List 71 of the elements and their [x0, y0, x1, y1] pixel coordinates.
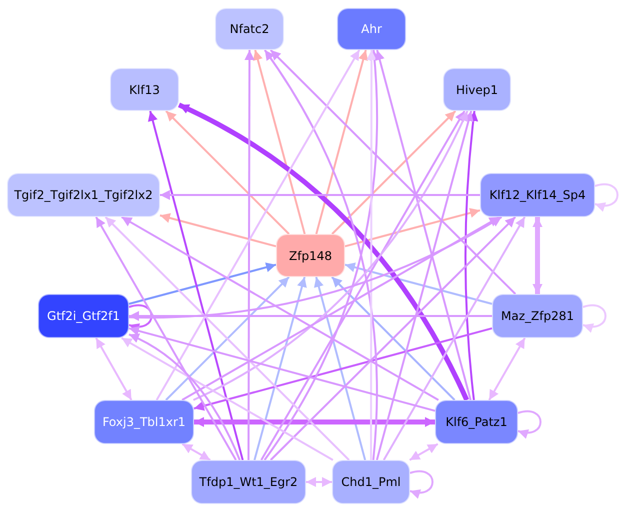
- arrow: [194, 417, 435, 427]
- arrow: [366, 50, 376, 460]
- node-label: Chd1_Pml: [341, 475, 401, 489]
- node-label: Klf12_Klf14_Sp4: [489, 188, 586, 202]
- arrow: [306, 477, 332, 487]
- arrow: [260, 110, 466, 460]
- arrow: [95, 338, 132, 400]
- arrow: [344, 208, 480, 248]
- node-label: Zfp148: [289, 248, 332, 262]
- arrow: [156, 50, 360, 400]
- node-label: Foxj3_Tbl1xr1: [102, 415, 186, 429]
- arrow: [128, 333, 241, 460]
- arrow: [374, 50, 472, 400]
- gene-node: [332, 460, 410, 504]
- arrow: [270, 216, 516, 461]
- arrow: [582, 304, 606, 332]
- arrow: [194, 327, 492, 411]
- gene-node: [337, 8, 406, 50]
- arrow: [95, 216, 237, 460]
- gene-node: [492, 294, 583, 338]
- arrow: [121, 337, 334, 461]
- arrow: [121, 216, 439, 401]
- arrow: [344, 262, 492, 305]
- node-label: Tgif2_Tgif2lx1_Tgif2lx2: [14, 188, 153, 202]
- arrow: [129, 216, 502, 318]
- node-label: Nfatc2: [230, 22, 270, 36]
- node-label: Gtf2i_Gtf2f1: [47, 309, 120, 323]
- gene-node: [94, 400, 194, 444]
- gene-node: [443, 68, 511, 111]
- gene-node: [215, 8, 284, 50]
- arrow: [160, 190, 480, 200]
- arrow: [129, 311, 492, 321]
- gene-node: [110, 68, 179, 111]
- arrow: [165, 110, 290, 235]
- node-label: Klf13: [129, 82, 160, 96]
- gene-node: [480, 173, 595, 217]
- arrow: [128, 262, 276, 305]
- arrow: [518, 410, 542, 438]
- node-label: Tfdp1_Wt1_Egr2: [199, 475, 298, 489]
- arrow: [244, 50, 254, 460]
- arrow: [160, 213, 276, 248]
- arrow: [270, 49, 516, 295]
- node-label: Maz_Zfp281: [501, 309, 574, 323]
- arrow: [331, 110, 456, 235]
- arrow: [464, 110, 478, 400]
- arrow: [488, 338, 526, 400]
- gene-node: [191, 460, 306, 504]
- arrow: [252, 50, 306, 234]
- gene-node: [7, 173, 160, 217]
- arrow: [409, 443, 438, 461]
- node-label: Ahr: [361, 22, 382, 36]
- arrow: [254, 276, 307, 460]
- gene-node: [276, 234, 345, 277]
- arrow: [182, 216, 500, 401]
- arrow: [165, 276, 290, 401]
- arrow: [376, 110, 474, 460]
- arrow: [314, 276, 366, 460]
- node-label: Klf6_Patz1: [446, 415, 508, 429]
- arrow: [182, 443, 211, 461]
- arrow: [594, 183, 618, 212]
- arrow: [410, 470, 434, 498]
- arrow: [104, 216, 350, 461]
- gene-node: [435, 400, 518, 444]
- arrow: [382, 216, 526, 460]
- arrow: [331, 276, 456, 401]
- node-label: Hivep1: [456, 82, 498, 96]
- arrow: [128, 326, 436, 412]
- arrow: [532, 217, 542, 294]
- gene-node: [38, 294, 129, 338]
- arrow: [148, 110, 244, 460]
- arrow: [315, 50, 368, 234]
